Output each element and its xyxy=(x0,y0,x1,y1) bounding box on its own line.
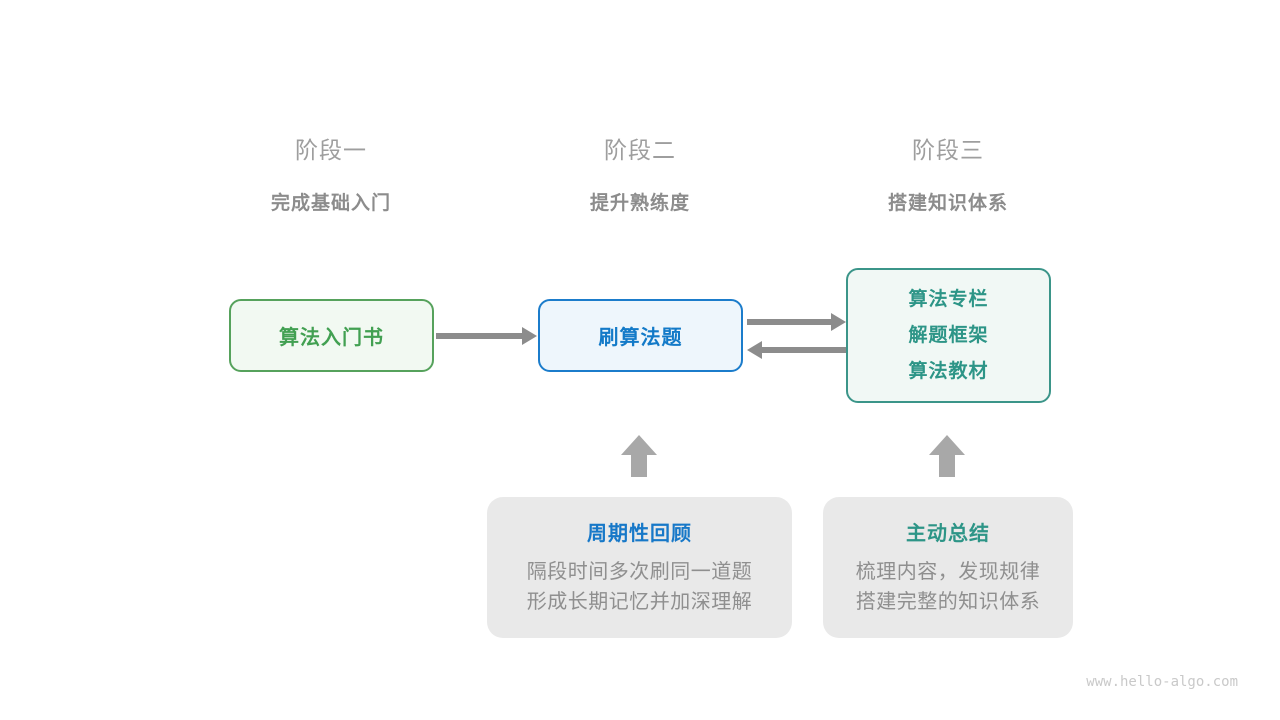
note-active-summary: 主动总结 梳理内容，发现规律 搭建完整的知识体系 xyxy=(823,497,1073,638)
arrow-right-icon xyxy=(747,312,846,331)
arrow-up-stem xyxy=(631,455,647,477)
note-body-line: 隔段时间多次刷同一道题 xyxy=(526,561,753,583)
node-knowledge-resources: 算法专栏 解题框架 算法教材 xyxy=(846,268,1051,403)
arrow-right-icon xyxy=(436,326,537,345)
node-resources-line-2: 解题框架 xyxy=(908,324,989,346)
stage-3-title: 阶段三 xyxy=(912,137,984,163)
stage-2-header: 阶段二 提升熟练度 xyxy=(490,131,790,215)
note-periodic-review-title: 周期性回顾 xyxy=(587,523,692,545)
arrow-up-icon xyxy=(929,435,965,477)
stage-3-header: 阶段三 搭建知识体系 xyxy=(798,131,1098,215)
note-periodic-review: 周期性回顾 隔段时间多次刷同一道题 形成长期记忆并加深理解 xyxy=(487,497,792,638)
note-body-line: 形成长期记忆并加深理解 xyxy=(526,590,753,613)
note-periodic-review-body: 隔段时间多次刷同一道题 形成长期记忆并加深理解 xyxy=(487,558,792,617)
note-active-summary-body: 梳理内容，发现规律 搭建完整的知识体系 xyxy=(823,558,1073,617)
arrow-up-head xyxy=(621,435,657,455)
node-resources-line-3: 算法教材 xyxy=(908,360,989,382)
node-practice-problems-label: 刷算法题 xyxy=(598,327,683,349)
arrow-up-icon xyxy=(621,435,657,477)
stage-1-subtitle: 完成基础入门 xyxy=(270,193,391,214)
node-intro-book-label: 算法入门书 xyxy=(279,327,384,349)
node-resources-line-1: 算法专栏 xyxy=(908,288,989,310)
stage-1-header: 阶段一 完成基础入门 xyxy=(181,131,481,215)
arrow-up-head xyxy=(929,435,965,455)
stage-2-title: 阶段二 xyxy=(604,137,676,163)
stage-2-subtitle: 提升熟练度 xyxy=(589,193,690,214)
arrow-up-stem xyxy=(939,455,955,477)
watermark-url: www.hello-algo.com xyxy=(1086,674,1238,690)
node-practice-problems: 刷算法题 xyxy=(538,299,743,372)
node-intro-book: 算法入门书 xyxy=(229,299,434,372)
note-body-line: 搭建完整的知识体系 xyxy=(855,590,1041,613)
stage-3-subtitle: 搭建知识体系 xyxy=(887,193,1008,214)
note-active-summary-title: 主动总结 xyxy=(906,523,990,545)
stage-1-title: 阶段一 xyxy=(295,137,367,163)
note-body-line: 梳理内容，发现规律 xyxy=(855,561,1041,583)
arrow-left-icon xyxy=(747,340,846,359)
